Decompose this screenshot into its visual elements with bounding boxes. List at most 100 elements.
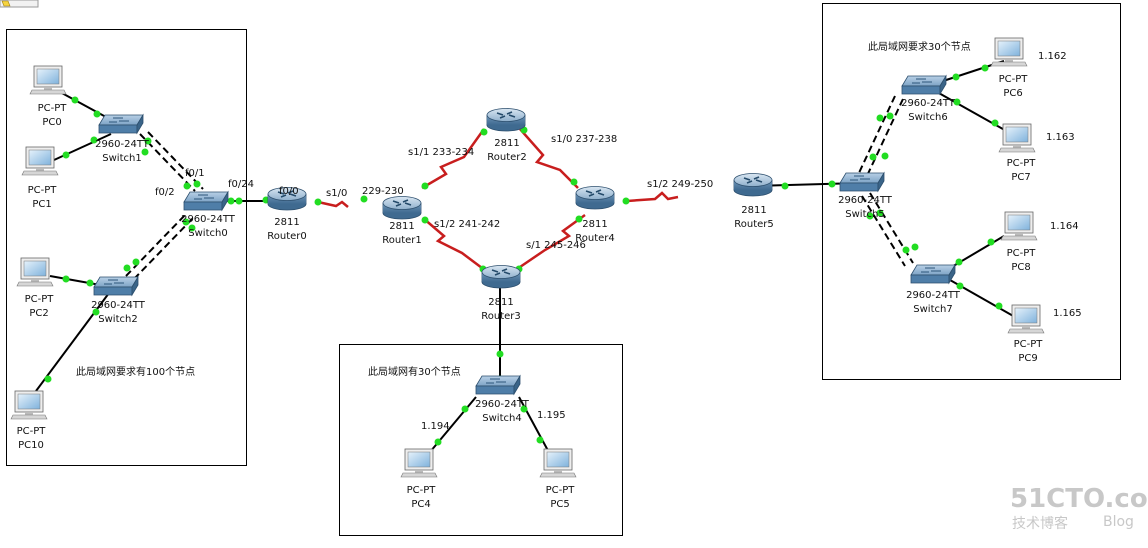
pc-ip-label: 1.164 — [1050, 221, 1079, 232]
port-label-f01: f0/1 — [185, 168, 205, 179]
link-switch5-switch7-a — [861, 195, 906, 267]
link-router4-router3 — [519, 213, 586, 269]
link-router4-serial — [626, 191, 679, 203]
link-router1-router3 — [422, 217, 483, 269]
router-router0[interactable]: 2811 Router0 — [267, 186, 307, 243]
pc-icon — [10, 390, 48, 420]
pc-model-label: PC-PT — [17, 426, 47, 437]
note-icon — [1, 0, 11, 7]
router-icon — [733, 172, 773, 197]
switch-switch1[interactable]: 2960-24TT Switch1 — [95, 114, 150, 164]
pc-ip-label: 1.162 — [1038, 51, 1067, 62]
switch-icon — [183, 191, 229, 211]
switch-name-label: Switch6 — [908, 112, 947, 123]
area-left — [6, 29, 247, 466]
pc-pc1[interactable]: PC-PT PC1 — [21, 146, 59, 210]
switch-switch2[interactable]: 2960-24TT Switch2 — [91, 276, 146, 325]
area-note-right: 此局域网要求30个节点 — [868, 40, 971, 53]
pc-ip-label: 1.195 — [537, 410, 566, 421]
switch-name-label: Switch1 — [102, 153, 141, 164]
area-note-bottom: 此局域网有30个节点 — [368, 365, 461, 378]
switch-icon — [839, 172, 885, 192]
router-icon — [486, 107, 526, 132]
pc-name-label: PC0 — [42, 117, 61, 128]
watermark-blog: Blog — [1103, 514, 1134, 530]
router-model-label: 2811 — [582, 219, 607, 230]
router-router1[interactable]: 2811 Router1 — [382, 195, 422, 247]
pc-model-label: PC-PT — [38, 103, 68, 114]
pc-model-label: PC-PT — [25, 294, 55, 305]
router-icon — [575, 185, 615, 210]
router-name-label: Router1 — [382, 235, 422, 246]
pc-pc0[interactable]: PC-PT PC0 — [29, 65, 68, 128]
router-model-label: 2811 — [741, 205, 766, 216]
link-switch2-switch0-a — [125, 213, 187, 277]
pc-pc10[interactable]: PC-PT PC10 — [10, 390, 48, 451]
link-switch2-switch0-b — [133, 216, 195, 280]
router-router5[interactable]: 2811 Router5 — [733, 172, 774, 231]
switch-switch0[interactable]: 2960-24TT Switch0 — [181, 191, 236, 239]
pc-model-label: PC-PT — [1007, 158, 1037, 169]
link-switch6-pc7 — [936, 91, 1011, 134]
watermark: 51CTO.com 技术博客 Blog — [1010, 484, 1148, 532]
router-model-label: 2811 — [494, 138, 519, 149]
switch-model-label: 2960-24TT — [95, 139, 150, 150]
switch-model-label: 2960-24TT — [906, 290, 961, 301]
pc-pc9[interactable]: PC-PT PC9 1.165 — [1007, 304, 1082, 364]
pc-name-label: PC4 — [411, 499, 430, 510]
port-label-f00: f0/0 — [279, 186, 299, 197]
watermark-sub: 技术博客 — [1012, 515, 1068, 532]
link-switch6-switch5-b — [865, 98, 904, 179]
pc-model-label: PC-PT — [1007, 248, 1037, 259]
pc-icon — [990, 37, 1028, 67]
switch-name-label: Switch2 — [98, 314, 137, 325]
router-name-label: Router3 — [481, 311, 521, 322]
switch-icon — [901, 75, 947, 95]
pc-icon — [1007, 304, 1045, 334]
router-model-label: 2811 — [389, 221, 414, 232]
pc-icon — [1000, 211, 1038, 241]
switch-switch6[interactable]: 2960-24TT Switch6 — [901, 75, 956, 123]
router-name-label: Router5 — [734, 219, 774, 230]
pc-model-label: PC-PT — [1014, 339, 1044, 350]
router-model-label: 2811 — [274, 217, 299, 228]
link-router2-router4 — [519, 128, 579, 189]
switch-name-label: Switch7 — [913, 304, 952, 315]
router-router4[interactable]: 2811 Router4 — [575, 185, 615, 245]
link-router1-router2 — [421, 128, 486, 190]
link-router0-serial — [317, 200, 349, 208]
area-note-left: 此局域网要求有100个节点 — [76, 365, 195, 378]
serial-links — [317, 128, 679, 269]
pc-pc7[interactable]: PC-PT PC7 1.163 — [998, 123, 1075, 183]
router-router2[interactable]: 2811 Router2 — [486, 107, 527, 164]
router-name-label: Router2 — [487, 152, 527, 163]
net-label-s11: s1/1 233-234 — [408, 147, 474, 158]
pc-icon — [400, 448, 438, 478]
pc-icon — [539, 448, 577, 478]
pc-pc8[interactable]: PC-PT PC8 1.164 — [1000, 211, 1079, 273]
pc-icon — [29, 65, 67, 95]
pc-name-label: PC2 — [29, 308, 48, 319]
pc-name-label: PC10 — [18, 440, 44, 451]
pc-pc4[interactable]: PC-PT PC4 1.194 — [400, 421, 450, 510]
router-name-label: Router0 — [267, 231, 307, 242]
router-name-label: Router4 — [575, 233, 615, 244]
router-router3[interactable]: 2811 Router3 — [481, 264, 521, 323]
switch-icon — [910, 264, 956, 284]
switch-model-label: 2960-24TT — [91, 300, 146, 311]
switch-switch7[interactable]: 2960-24TT Switch7 — [906, 264, 961, 315]
switch-model-label: 2960-24TT — [475, 399, 530, 410]
pc-pc2[interactable]: PC-PT PC2 — [16, 257, 55, 319]
link-switch1-switch0-b — [147, 131, 204, 190]
pc-name-label: PC7 — [1011, 172, 1030, 183]
pc-name-label: PC5 — [550, 499, 569, 510]
router-icon — [481, 264, 521, 289]
pc-pc5[interactable]: PC-PT PC5 1.195 — [537, 410, 577, 510]
net-label-s12-router4: s1/2 249-250 — [647, 179, 713, 190]
switch-switch4[interactable]: 2960-24TT Switch4 — [475, 375, 530, 424]
pc-pc6[interactable]: PC-PT PC6 1.162 — [990, 37, 1067, 99]
router-model-label: 2811 — [488, 297, 513, 308]
pc-model-label: PC-PT — [546, 485, 576, 496]
switch-switch5[interactable]: 2960-24TT Switch5 — [838, 172, 893, 220]
